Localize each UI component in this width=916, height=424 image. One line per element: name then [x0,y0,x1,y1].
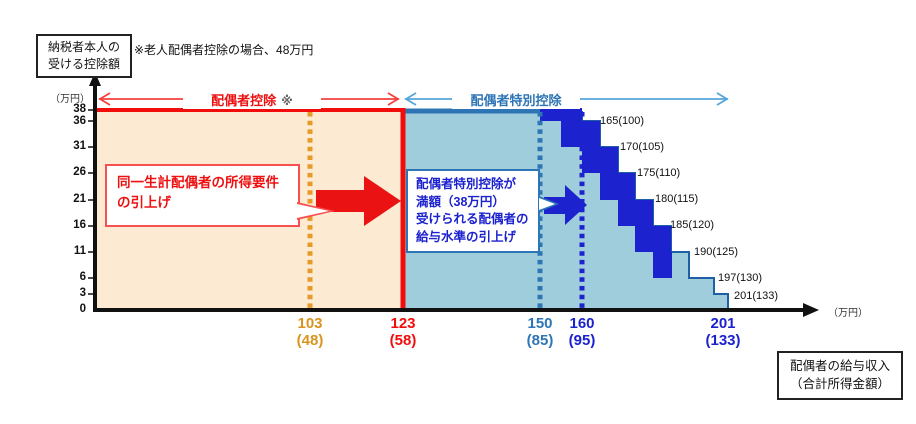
x-tick-123-income: (58) [389,332,417,349]
y-tick-16: 16 [73,219,86,231]
y-axis-unit-label: （万円） [50,94,90,105]
x-tick-123: 123 (58) [371,315,435,349]
step-label-201: 201(133) [734,290,779,302]
x-tick-201-salary: 201 [710,315,736,332]
step-label-185: 185(120) [670,219,715,231]
shift-staircase [540,108,672,278]
blue-block-arrow [544,185,587,225]
callout-income-requirement: 同一生計配偶者の所得要件 の引上げ [105,164,300,227]
y-tick-31: 31 [73,140,86,152]
y-tick-38: 38 [73,103,86,115]
x-tick-160: 160 (95) [550,315,614,349]
step-label-180: 180(115) [655,193,699,205]
x-tick-150: 150 (85) [508,315,572,349]
special-spousal-deduction-span-label: 配偶者特別控除 [452,90,580,109]
x-tick-150-income: (85) [526,332,554,349]
spousal-deduction-text: 配偶者控除 [211,93,277,108]
x-tick-103: 103 (48) [278,315,342,349]
x-tick-103-income: (48) [296,332,324,349]
x-tick-123-salary: 123 [390,315,416,332]
reference-mark: ※ [281,94,293,108]
spousal-deduction-span-label: 配偶者控除 ※ [183,90,321,109]
callout-full-deduction: 配偶者特別控除が 満額（38万円） 受けられる配偶者の 給与水準の引上げ [406,169,540,253]
x-tick-201-income: (133) [705,332,741,349]
callout-blue-tail-fill [539,198,555,210]
step-label-190: 190(125) [694,246,739,258]
red-block-arrow [316,176,401,226]
callout-red-tail-fill [297,204,329,218]
y-axis-tick-marks [88,109,96,295]
y-tick-6: 6 [79,271,86,283]
y-tick-3: 3 [79,287,86,299]
x-tick-103-salary: 103 [297,315,323,332]
step-label-170: 170(105) [620,141,665,153]
y-axis-arrowhead [89,72,101,86]
step-label-165: 165(100) [600,115,645,127]
step-label-197: 197(130) [718,272,763,284]
x-tick-160-salary: 160 [569,315,595,332]
x-axis-unit-label: （万円） [828,308,868,319]
y-tick-21: 21 [73,193,86,205]
y-tick-0: 0 [79,303,86,315]
x-tick-160-income: (95) [568,332,596,349]
y-tick-36: 36 [73,115,86,127]
y-tick-26: 26 [73,166,86,178]
note-elderly-spouse: ※老人配偶者控除の場合、48万円 [134,43,314,57]
x-axis-arrowhead [803,303,819,317]
y-axis-title-box: 納税者本人の 受ける控除額 [36,34,132,78]
y-tick-11: 11 [73,245,86,257]
x-tick-201: 201 (133) [691,315,755,349]
step-label-175: 175(110) [637,167,681,179]
x-axis-caption-box: 配偶者の給与収入 （合計所得金額） [777,351,903,400]
x-tick-150-salary: 150 [527,315,553,332]
